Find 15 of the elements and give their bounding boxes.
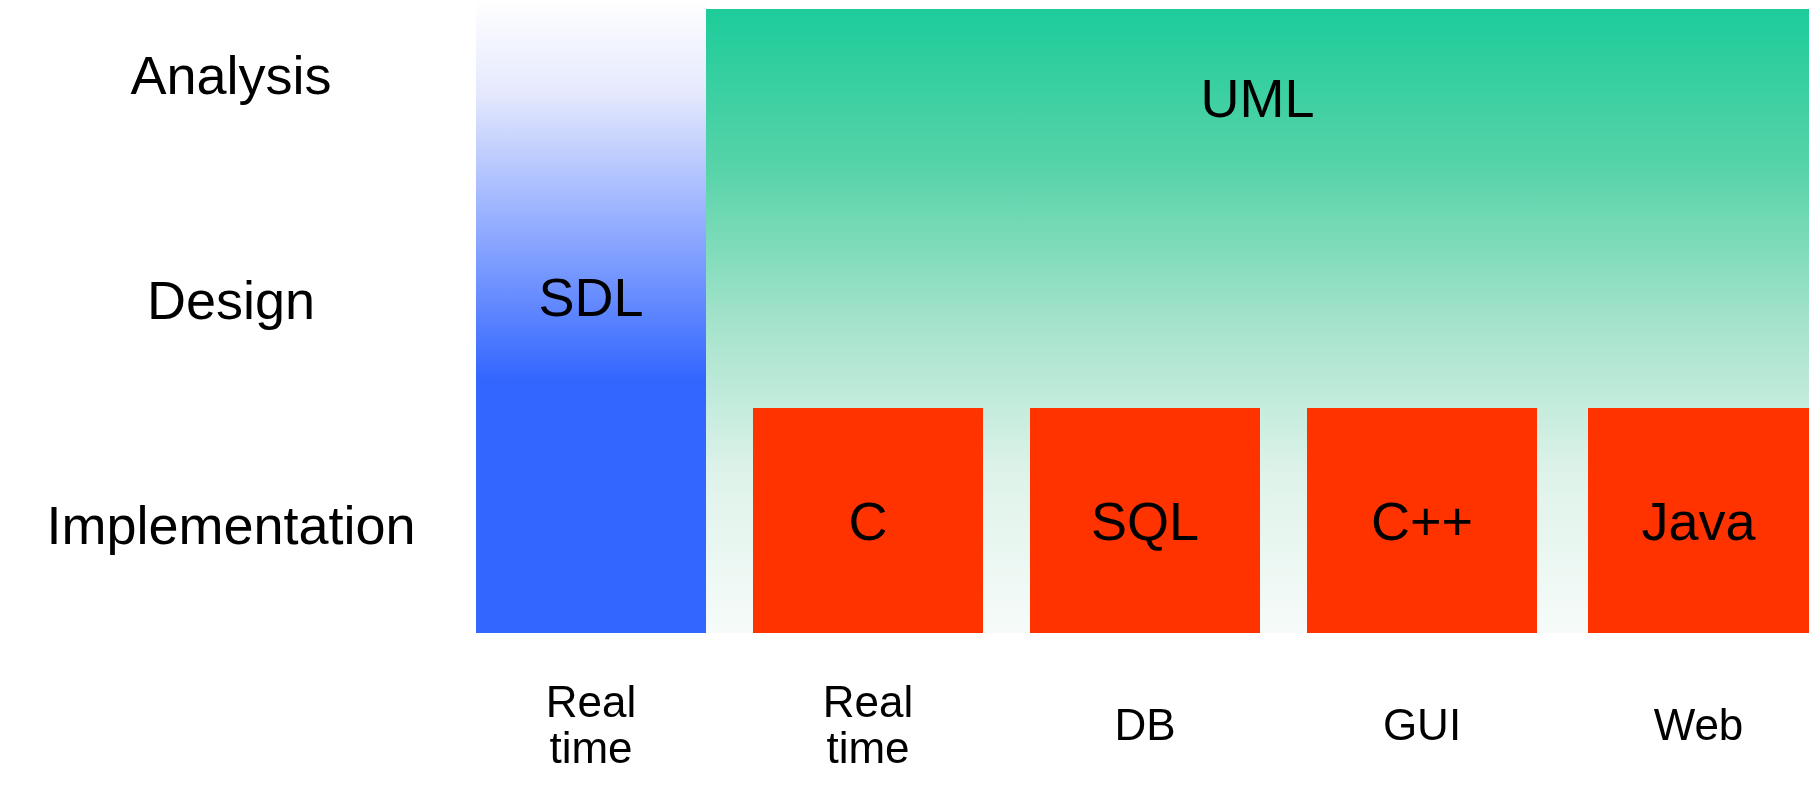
box [1030, 408, 1260, 633]
box [1307, 408, 1537, 633]
column-label: Real time [544, 678, 638, 772]
column-label: GUI [1381, 701, 1463, 749]
column-label: Web [1652, 701, 1745, 749]
box [753, 408, 983, 633]
band [706, 9, 1809, 633]
box [1588, 408, 1809, 633]
node-label: SDL [538, 270, 644, 324]
node-label: Java [1641, 493, 1756, 548]
column-label: Real time [821, 678, 915, 772]
node-label: C [848, 493, 888, 548]
column-label: DB [1113, 701, 1177, 749]
node-label: UML [1200, 71, 1315, 125]
node-label: C++ [1370, 493, 1474, 548]
